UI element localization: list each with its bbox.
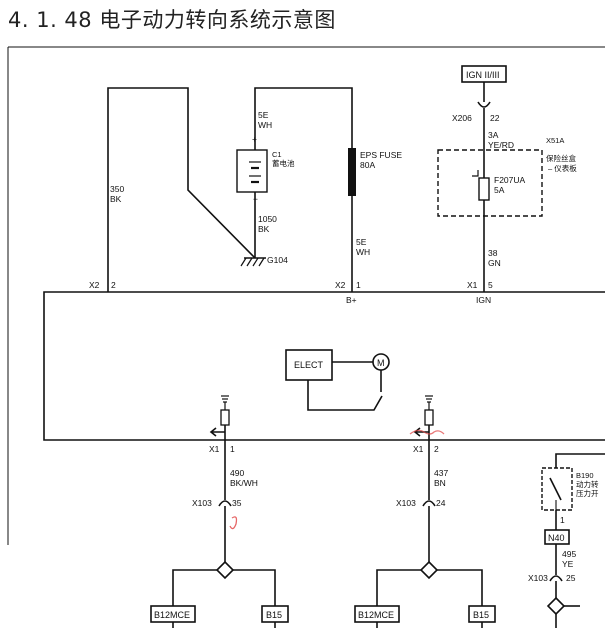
wire-5e-b-gauge: 5E — [356, 237, 367, 247]
pin-top-1-conn: X2 — [89, 280, 100, 290]
arrow-left-icon — [209, 427, 225, 437]
f207-fuse-symbol — [478, 177, 490, 201]
pin-top-3-name: IGN — [476, 295, 491, 305]
sensor-id: B190 — [576, 471, 594, 480]
wire-38-gauge: 38 — [488, 248, 498, 258]
shield-ground-right-icon — [424, 395, 434, 426]
f207-rating: 5A — [494, 185, 505, 195]
fuse-box-line2: – 仪表板 — [548, 163, 577, 173]
sensor-switch-icon — [549, 477, 562, 501]
eps-fuse-name: EPS FUSE — [360, 150, 402, 160]
eps-fuse-symbol — [348, 148, 356, 196]
wire-1050-gauge: 1050 — [258, 214, 277, 224]
ign-pin: 22 — [490, 113, 500, 123]
wire-490-color: BK/WH — [230, 478, 258, 488]
sensor-top-wire — [555, 453, 605, 468]
sensor-line1: 动力转 — [576, 479, 599, 489]
shield-ground-left-icon — [220, 395, 230, 426]
capacitor-symbol — [236, 149, 268, 193]
splice-left-branch-r — [233, 569, 276, 606]
wire-490-gauge: 490 — [230, 468, 244, 478]
pin-top-2-name: B+ — [346, 295, 357, 305]
arrow-left-2-icon — [413, 427, 429, 437]
box-left-b12mce-label: B12MCE — [154, 610, 190, 620]
pin-top-2-pin: 1 — [356, 280, 361, 290]
f207-name: F207UA — [494, 175, 526, 185]
wire-5e-cap — [254, 87, 353, 150]
ign-conn: X206 — [452, 113, 472, 123]
capacitor-id: C1 — [272, 150, 282, 159]
fuse-tap-icon — [472, 170, 479, 177]
motor-switch-wire — [307, 380, 383, 411]
wire-495-pin: 25 — [566, 573, 576, 583]
wire-1050-color: BK — [258, 224, 270, 234]
splice-left-icon — [215, 560, 235, 580]
box-left-b15-label: B15 — [266, 610, 282, 620]
ign-source-label: IGN II/III — [466, 70, 500, 80]
fuse-box-line1: 保险丝盒 — [546, 153, 576, 163]
wire-437-gauge: 437 — [434, 468, 448, 478]
pin-top-2-conn: X2 — [335, 280, 346, 290]
wire-350-color: BK — [110, 194, 122, 204]
connector-x103-25-icon — [549, 575, 563, 582]
pin-bot-2-conn: X1 — [413, 444, 424, 454]
pin-top-3-conn: X1 — [467, 280, 478, 290]
fuse-box-id: X51A — [546, 136, 564, 145]
wire-38-color: GN — [488, 258, 501, 268]
connector-x206-icon — [477, 101, 491, 108]
capacitor-name: 蓄电池 — [272, 158, 295, 168]
wire-3a-color: YE/RD — [488, 140, 514, 150]
splice-far-right-icon — [546, 596, 566, 616]
sensor-b190-box — [541, 467, 573, 511]
wire-495-gauge: 495 — [562, 549, 576, 559]
motor-symbol: M — [377, 358, 385, 368]
cap-wire-gauge: 5E — [258, 110, 269, 120]
ink-mark-2 — [409, 429, 445, 435]
cap-plus: + — [252, 134, 257, 144]
page-title: 4. 1. 48 电子动力转向系统示意图 — [8, 8, 336, 32]
box-right-b15-label: B15 — [473, 610, 489, 620]
splice-n40-label: N40 — [548, 533, 565, 543]
connector-x103-24-icon — [422, 500, 436, 507]
ground-icon — [240, 257, 266, 267]
sensor-line2: 压力开 — [576, 488, 599, 498]
splice-right-icon — [419, 560, 439, 580]
ground-label: G104 — [267, 255, 288, 265]
wire-350-gauge: 350 — [110, 184, 124, 194]
connector-x103-35-icon — [218, 500, 232, 507]
wire-490-conn: X103 — [192, 498, 212, 508]
splice-left-branch-l — [172, 569, 217, 606]
splice-n40-box — [544, 529, 570, 545]
cap-wire-color: WH — [258, 120, 272, 130]
wire-350-left — [107, 87, 256, 292]
wire-490-pin: 35 — [232, 498, 242, 508]
pin-top-1-pin: 2 — [111, 280, 116, 290]
splice-right-branch-r — [437, 569, 483, 606]
splice-right-branch-l — [376, 569, 421, 606]
wire-5e-b-color: WH — [356, 247, 370, 257]
wire-495-conn: X103 — [528, 573, 548, 583]
fuse-box-outline — [437, 149, 543, 217]
wire-495-color: YE — [562, 559, 574, 569]
pin-bot-2-pin: 2 — [434, 444, 439, 454]
wire-437-pin: 24 — [436, 498, 446, 508]
module-outline — [43, 291, 605, 441]
wire-3a-gauge: 3A — [488, 130, 499, 140]
pin-top-3-pin: 5 — [488, 280, 493, 290]
wire-437-conn: X103 — [396, 498, 416, 508]
wire-437-color: BN — [434, 478, 446, 488]
elect-box — [285, 349, 333, 381]
eps-fuse-rating: 80A — [360, 160, 375, 170]
pin-bot-1-pin: 1 — [230, 444, 235, 454]
sensor-pin: 1 — [560, 515, 565, 525]
box-right-b12mce-label: B12MCE — [358, 610, 394, 620]
pin-bot-1-conn: X1 — [209, 444, 220, 454]
ink-mark-1 — [229, 516, 238, 530]
elect-label: ELECT — [294, 360, 324, 370]
